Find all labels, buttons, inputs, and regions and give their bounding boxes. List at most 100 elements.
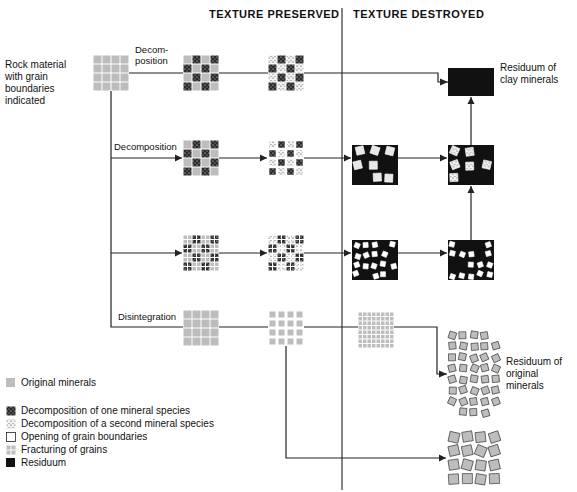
grain-fragment (459, 251, 465, 257)
mineral-grain (211, 329, 219, 337)
grain-fragment (269, 245, 273, 249)
mineral-grain (193, 65, 201, 73)
grid-ground (183, 235, 219, 271)
grain-fragment (354, 262, 360, 268)
grain-fragment (215, 258, 219, 262)
mineral-grain (279, 339, 285, 345)
grain-fragment (197, 267, 201, 271)
mineral-grain (103, 65, 111, 73)
grain-fragment (381, 344, 385, 348)
grain-fragment (481, 397, 490, 406)
grain-fragment (363, 335, 367, 339)
grain-fragment (481, 375, 489, 383)
grain-fragment (372, 242, 378, 248)
grain-fragment (291, 254, 295, 258)
grain-fragment (193, 236, 197, 240)
mineral-grain (184, 338, 192, 346)
mineral-grain (193, 168, 201, 176)
grain-fragment (481, 386, 490, 395)
grain-fragment (206, 267, 210, 271)
mineral-grain (211, 168, 219, 176)
mineral-grain (269, 65, 277, 73)
grain-fragment (184, 236, 188, 240)
grain-fragment (363, 317, 367, 321)
grain-fragment (287, 245, 291, 249)
grain-fragment (459, 273, 465, 279)
grain-fragment (211, 240, 215, 244)
residuum-box (448, 240, 494, 280)
mineral-grain (278, 74, 286, 82)
legend-sample (6, 432, 16, 442)
mineral-grain (270, 339, 276, 345)
mineral-grain (202, 150, 210, 158)
grain-fragment (211, 263, 215, 267)
grain-fragment (300, 249, 304, 253)
grain-fragment (287, 249, 291, 253)
grain-fragment (278, 254, 282, 258)
mineral-grain (121, 83, 129, 91)
mineral-grain (112, 74, 120, 82)
mineral-grain (287, 150, 294, 157)
mineral-grid (268, 310, 304, 346)
mineral-grain (103, 83, 111, 91)
mineral-grain (211, 56, 219, 64)
mineral-grain (103, 56, 111, 64)
mineral-grain (287, 168, 294, 175)
grain-fragment (468, 262, 473, 267)
grain-fragment (381, 335, 385, 339)
mineral-grain (269, 159, 276, 166)
process-arrow (286, 346, 446, 458)
grain-fragment (469, 251, 475, 257)
mineral-grain (193, 141, 201, 149)
grain-fragment (448, 364, 456, 372)
grain-fragment (193, 267, 197, 271)
mineral-grain (211, 311, 219, 319)
grain-fragment (202, 249, 206, 253)
node-label: Rock material with grain boundaries indi… (5, 59, 85, 107)
grain-fragment (368, 326, 372, 330)
grain-fragment (363, 331, 367, 335)
process-label: Disintegration (117, 311, 177, 322)
grain-fragment (370, 145, 380, 155)
mineral-grain (121, 65, 129, 73)
mineral-grain (103, 74, 111, 82)
grain-fragment (470, 408, 477, 415)
grain-fragment (278, 236, 282, 240)
grain-fragment (461, 445, 473, 457)
mineral-grain (287, 65, 295, 73)
grain-fragment (184, 258, 188, 262)
mineral-grain (278, 141, 285, 148)
mineral-grid (268, 140, 304, 176)
grain-fragment (273, 236, 277, 240)
grain-fragment (188, 236, 192, 240)
grain-fragment (448, 375, 457, 384)
residuum-ground (352, 145, 398, 185)
grain-fragment (380, 272, 385, 277)
grain-fragment (278, 267, 282, 271)
grain-fragment (206, 245, 210, 249)
mineral-grain (269, 83, 277, 91)
process-arrow (398, 252, 447, 253)
process-arrow (219, 157, 267, 158)
legend-sample (6, 445, 16, 455)
grain-fragment (390, 340, 394, 344)
grain-fragment (368, 335, 372, 339)
grain-fragment (197, 263, 201, 267)
grain-fragment (390, 313, 394, 317)
legend-label: Opening of grain boundaries (21, 431, 147, 443)
mineral-grid (183, 140, 219, 176)
grain-fragment (461, 459, 473, 471)
mineral-grain (184, 150, 192, 158)
grain-fragment (300, 267, 304, 271)
grain-fragment (300, 236, 304, 240)
mineral-grain (278, 65, 286, 73)
process-arrow (219, 252, 267, 253)
grain-fragment (381, 317, 385, 321)
grain-fragment (477, 270, 484, 277)
grain-fragment (487, 262, 493, 268)
grain-fragment (193, 263, 197, 267)
grain-fragment (202, 236, 206, 240)
grain-fragment (368, 344, 372, 348)
grain-fragment (368, 317, 372, 321)
grain-fragment (372, 331, 376, 335)
